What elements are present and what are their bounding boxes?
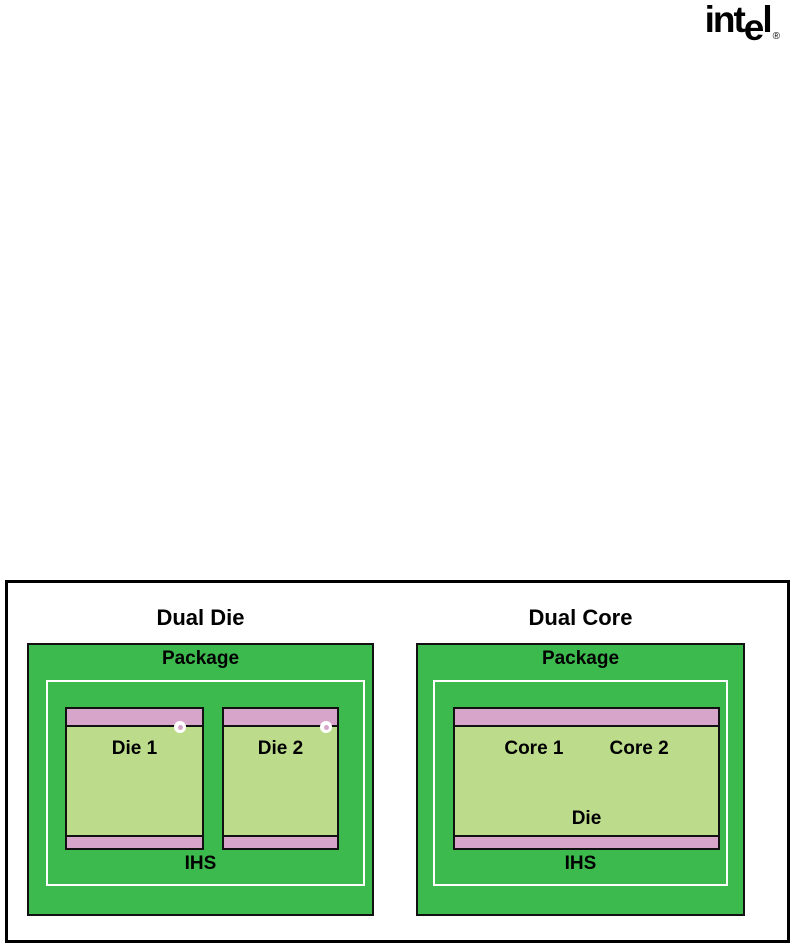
package-label: Package: [541, 648, 620, 669]
package-label: Package: [161, 648, 240, 669]
package-comparison-figure: Dual Die Package Die 1 Die 2 I: [5, 580, 790, 943]
dual-core-package: Package Core 1 Core 2 Die IHS: [416, 643, 745, 916]
die-2-top-strip: [224, 709, 337, 727]
die-1-marker-dot-icon: [174, 721, 186, 733]
ihs-outline: [433, 680, 728, 886]
core-2-label: Core 2: [609, 738, 669, 759]
die-1-bottom-strip: [67, 835, 202, 848]
core-1-label: Core 1: [504, 738, 564, 759]
intel-logo-l: l: [762, 0, 772, 40]
die-2-marker-dot-icon: [320, 721, 332, 733]
die-2-bottom-strip: [224, 835, 337, 848]
die-2-box: Die 2: [222, 707, 339, 850]
dual-core-die-top-strip: [455, 709, 718, 727]
ihs-outline: [46, 680, 365, 886]
registered-trademark-icon: ®: [772, 31, 780, 42]
dual-core-die-bottom-strip: [455, 835, 718, 848]
die-1-body: Die 1: [67, 721, 202, 835]
intel-logo: intel®: [704, 0, 780, 48]
die-2-label: Die 2: [257, 738, 304, 759]
dual-core-die-box: Core 1 Core 2 Die: [453, 707, 720, 850]
dual-core-die-body: Core 1 Core 2 Die: [455, 727, 718, 835]
die-1-label: Die 1: [111, 738, 158, 759]
intel-logo-int: int: [704, 0, 746, 40]
die-label: Die: [571, 808, 602, 829]
ihs-label: IHS: [184, 853, 217, 874]
dual-die-title: Dual Die: [156, 605, 245, 630]
core-labels-row: Core 1 Core 2: [455, 738, 718, 760]
die-2-body: Die 2: [224, 721, 337, 835]
die-1-box: Die 1: [65, 707, 204, 850]
die-1-top-strip: [67, 709, 202, 727]
dual-die-package: Package Die 1 Die 2 IHS: [27, 643, 374, 916]
intel-logo-dropped-e: e: [743, 7, 765, 48]
ihs-label: IHS: [564, 853, 597, 874]
dual-core-title: Dual Core: [528, 605, 633, 630]
